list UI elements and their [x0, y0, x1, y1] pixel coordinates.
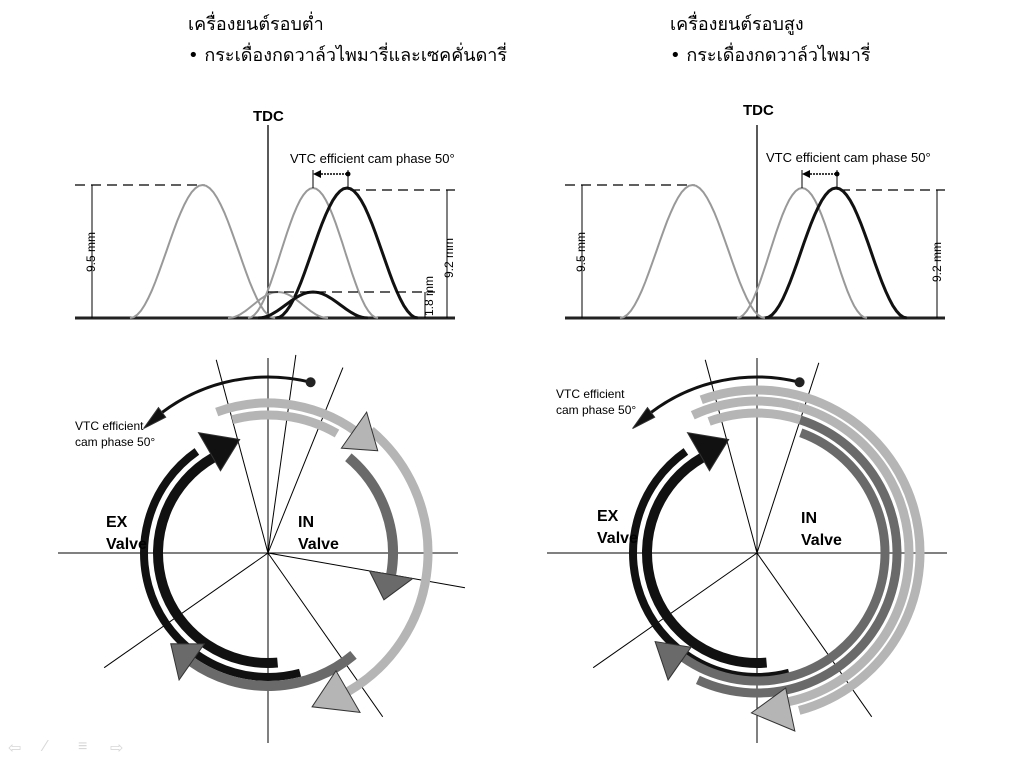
exhaust-arrowhead [686, 431, 730, 472]
vtc-phase-arrowhead [143, 406, 167, 429]
timing-line [592, 552, 758, 669]
phase-arrowhead [802, 170, 810, 178]
right-in-label-2: Valve [801, 532, 842, 549]
exhaust-lift-curve [619, 183, 766, 319]
intake-arrowhead [654, 640, 692, 682]
intake-arc [345, 453, 398, 576]
right-circle-vtc-line2: cam phase 50° [556, 403, 636, 417]
pen-icon[interactable]: ∕ [44, 738, 47, 755]
right-diagram [547, 125, 947, 743]
right-circle-vtc-line1: VTC efficient [556, 387, 625, 401]
back-arrow-icon[interactable]: ⇦ [8, 740, 22, 757]
left-ex-label-1: EX [106, 514, 128, 531]
left-in-label-1: IN [298, 514, 314, 531]
left-circle-vtc-line1: VTC efficient [75, 419, 144, 433]
timing-line [267, 367, 344, 554]
left-title: เครื่องยนต์รอบต่ำ [188, 14, 324, 35]
vtc-phase-dot [794, 377, 805, 388]
menu-icon[interactable]: ≡ [78, 738, 88, 755]
exhaust-arc [153, 453, 279, 668]
left-bullet: • กระเดื่องกดวาล์วไพมารี่และเซคคั่นดารี่ [188, 45, 508, 66]
exhaust-arrowhead [197, 431, 241, 472]
timing-line [267, 552, 384, 718]
intake-arc [695, 415, 902, 698]
vtc-phase-dot [305, 377, 316, 388]
secondary-intake-curve-after [257, 290, 369, 320]
right-tdc-label: TDC [743, 102, 774, 119]
intake-arc-outer [345, 426, 433, 696]
vtc-phase-arc [161, 375, 311, 414]
right-in-label-1: IN [801, 510, 817, 527]
phase-dot [345, 171, 351, 177]
timing-line [103, 552, 269, 669]
secondary-arrowhead [170, 643, 206, 682]
left-tdc-label: TDC [253, 108, 284, 125]
exhaust-arc [642, 453, 768, 668]
timing-line [267, 354, 297, 554]
right-ex-lift: 9.5 mm [574, 232, 588, 272]
exhaust-arc-outer [140, 448, 302, 681]
intake-arrowhead-top [340, 410, 379, 452]
intake-arc [690, 396, 801, 420]
right-title: เครื่องยนต์รอบสูง [670, 14, 804, 35]
vtc-phase-arrowhead [632, 406, 656, 429]
right-vtc-label: VTC efficient cam phase 50° [766, 150, 931, 165]
secondary-intake-curve-before [227, 290, 329, 319]
intake-arrowhead [368, 570, 415, 601]
left-ex-label-2: Valve [106, 536, 147, 553]
left-vtc-label: VTC efficient cam phase 50° [290, 151, 455, 166]
left-ex-lift: 9.5 mm [84, 232, 98, 272]
intake-arc [707, 408, 802, 426]
intake-arc [681, 428, 890, 686]
intake-arc [782, 402, 914, 708]
right-in-lift: 9.2 mm [930, 242, 944, 282]
phase-dot [834, 171, 840, 177]
timing-line [215, 359, 269, 554]
intake-arrowhead [750, 687, 796, 732]
vtc-phase-arc [650, 375, 800, 414]
right-bullet: • กระเดื่องกดวาล์วไพมารี่ [670, 45, 871, 66]
primary-intake-curve-after [275, 186, 419, 320]
left-in-label-2: Valve [298, 536, 339, 553]
phase-arrowhead [313, 170, 321, 178]
forward-arrow-icon[interactable]: ⇨ [110, 740, 124, 757]
exhaust-lift-curve [129, 183, 276, 319]
primary-intake-curve-after [764, 186, 908, 320]
timing-line [267, 552, 466, 589]
left-diagram [58, 125, 466, 743]
secondary-arc [188, 651, 357, 691]
left-in-lift: 9.2 mm [442, 238, 456, 278]
left-circle-vtc-line2: cam phase 50° [75, 435, 155, 449]
intake-arc-top [215, 398, 368, 442]
right-ex-label-2: Valve [597, 530, 638, 547]
intake-arc-top-inner [231, 410, 340, 438]
right-ex-label-1: EX [597, 508, 619, 525]
intake-arrowhead-outer [311, 669, 361, 713]
left-secondary-lift: 1.8 mm [422, 276, 436, 316]
intake-arc [699, 385, 925, 715]
